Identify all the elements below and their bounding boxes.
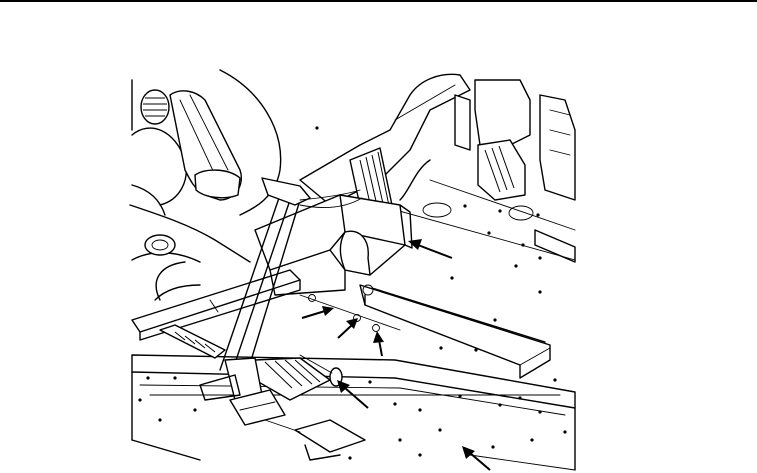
floor-panel-callout — [462, 446, 491, 471]
floor-rail — [359, 284, 551, 379]
clip-3-callout — [373, 331, 384, 357]
blower-housing — [131, 69, 282, 301]
flex-hose — [129, 90, 251, 263]
clip-1-callout — [301, 306, 334, 319]
vent-louver — [140, 89, 170, 125]
pedal-assembly — [159, 324, 366, 461]
right-bracket-assembly — [399, 79, 576, 201]
page-top-rule — [0, 0, 757, 2]
plug-callout — [337, 380, 369, 409]
left-rail — [131, 269, 301, 341]
floor-panel — [131, 354, 576, 471]
floor-rivets — [138, 376, 567, 460]
main-air-duct — [254, 73, 471, 296]
clip-2-callout — [337, 318, 358, 339]
duct-outlet-callout — [408, 239, 453, 259]
control-rod — [219, 177, 363, 381]
